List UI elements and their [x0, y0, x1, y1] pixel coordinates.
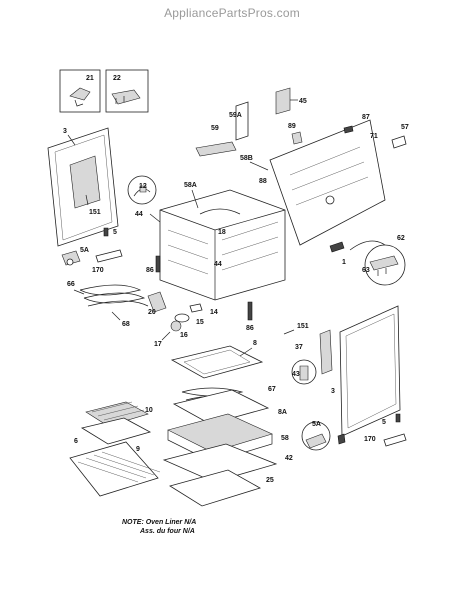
callout-9: 9: [136, 446, 140, 453]
callout-45: 45: [299, 98, 307, 105]
note-line-2: Ass. du four N/A: [139, 528, 195, 535]
part-broil-pan-9[interactable]: [80, 417, 152, 445]
callout-5-left: 5: [113, 229, 117, 236]
callout-20: 20: [148, 309, 156, 316]
part-21-box[interactable]: [59, 69, 101, 113]
callout-5A-right: 5A: [312, 421, 321, 428]
callout-43: 43: [292, 371, 300, 378]
part-label-57[interactable]: [391, 135, 407, 149]
note-line-1: NOTE: Oven Liner N/A: [122, 519, 196, 526]
part-broil-grid-10[interactable]: [85, 401, 149, 427]
part-connector-1[interactable]: [329, 241, 345, 253]
callout-5-right: 5: [382, 419, 386, 426]
watermark: AppliancePartsPros.com: [164, 6, 300, 20]
callout-6: 6: [74, 438, 78, 445]
callout-14: 14: [210, 309, 218, 316]
part-hinge-170-left[interactable]: [95, 249, 123, 263]
callout-18: 18: [218, 229, 226, 236]
callout-66: 66: [67, 281, 75, 288]
part-screw-5-right[interactable]: [395, 413, 401, 423]
part-panel-42[interactable]: [162, 443, 278, 483]
callout-62: 62: [397, 235, 405, 242]
part-terminal-62[interactable]: [364, 244, 406, 286]
callout-3-left: 3: [63, 128, 67, 135]
callout-42: 42: [285, 455, 293, 462]
part-86-left[interactable]: [155, 255, 161, 273]
callout-57: 57: [401, 124, 409, 131]
part-light-14[interactable]: [189, 303, 203, 313]
callout-21: 21: [86, 75, 94, 82]
part-22-box[interactable]: [105, 69, 149, 113]
callout-17: 17: [154, 341, 162, 348]
part-foot-right[interactable]: [337, 433, 346, 445]
part-screw-5-left[interactable]: [103, 227, 109, 237]
part-oven-cavity[interactable]: [159, 189, 286, 301]
part-hinge-5A-right[interactable]: [301, 421, 331, 451]
callout-67: 67: [268, 386, 276, 393]
part-switch-20[interactable]: [147, 291, 167, 313]
callout-59A: 59A: [229, 112, 242, 119]
part-pan-8A[interactable]: [172, 389, 270, 425]
part-hinge-170-right[interactable]: [383, 433, 407, 447]
callout-25: 25: [266, 477, 274, 484]
part-door-right[interactable]: [339, 305, 401, 437]
callout-12: 12: [139, 183, 147, 190]
callout-10: 10: [145, 407, 153, 414]
callout-86-right: 86: [246, 325, 254, 332]
part-bolt-43[interactable]: [291, 359, 317, 385]
callout-89: 89: [288, 123, 296, 130]
part-door-left[interactable]: [47, 127, 119, 247]
callout-5A-left: 5A: [80, 247, 89, 254]
callout-44-b: 44: [214, 261, 222, 268]
part-handle-151[interactable]: [319, 329, 333, 375]
part-lens-15[interactable]: [174, 313, 190, 323]
callout-170-left: 170: [92, 267, 104, 274]
callout-44-a: 44: [135, 211, 143, 218]
callout-8A: 8A: [278, 409, 287, 416]
callout-86-left: 86: [146, 267, 154, 274]
callout-63: 63: [362, 267, 370, 274]
part-vent-59A[interactable]: [235, 101, 249, 141]
part-vent-59[interactable]: [195, 141, 237, 157]
part-bracket-89[interactable]: [291, 131, 303, 145]
part-broil-element-66[interactable]: [79, 284, 149, 307]
part-drawer-bottom-25[interactable]: [169, 469, 262, 507]
part-sensor-12[interactable]: [127, 175, 157, 205]
part-back-panel[interactable]: [269, 119, 386, 246]
callout-58A: 58A: [184, 182, 197, 189]
callout-22: 22: [113, 75, 121, 82]
callout-58B: 58B: [240, 155, 253, 162]
callout-88: 88: [259, 178, 267, 185]
part-oven-rack-6[interactable]: [69, 441, 161, 497]
callout-170-right: 170: [364, 436, 376, 443]
part-screw-37[interactable]: [283, 329, 295, 335]
callout-68: 68: [122, 321, 130, 328]
callout-87: 87: [362, 114, 370, 121]
callout-8: 8: [253, 340, 257, 347]
callout-151-left: 151: [89, 209, 101, 216]
part-86-right[interactable]: [247, 301, 253, 321]
callout-71: 71: [370, 133, 378, 140]
callout-151-right: 151: [297, 323, 309, 330]
part-clip-87[interactable]: [343, 125, 354, 134]
callout-1: 1: [342, 259, 346, 266]
part-vent-45[interactable]: [275, 87, 291, 115]
part-bake-element-8[interactable]: [170, 345, 264, 379]
callout-3-right: 3: [331, 388, 335, 395]
callout-59: 59: [211, 125, 219, 132]
callout-37: 37: [295, 344, 303, 351]
callout-16: 16: [180, 332, 188, 339]
part-hinge-5A-left[interactable]: [61, 250, 81, 266]
part-bulb-16[interactable]: [170, 320, 182, 332]
callout-15: 15: [196, 319, 204, 326]
callout-58: 58: [281, 435, 289, 442]
